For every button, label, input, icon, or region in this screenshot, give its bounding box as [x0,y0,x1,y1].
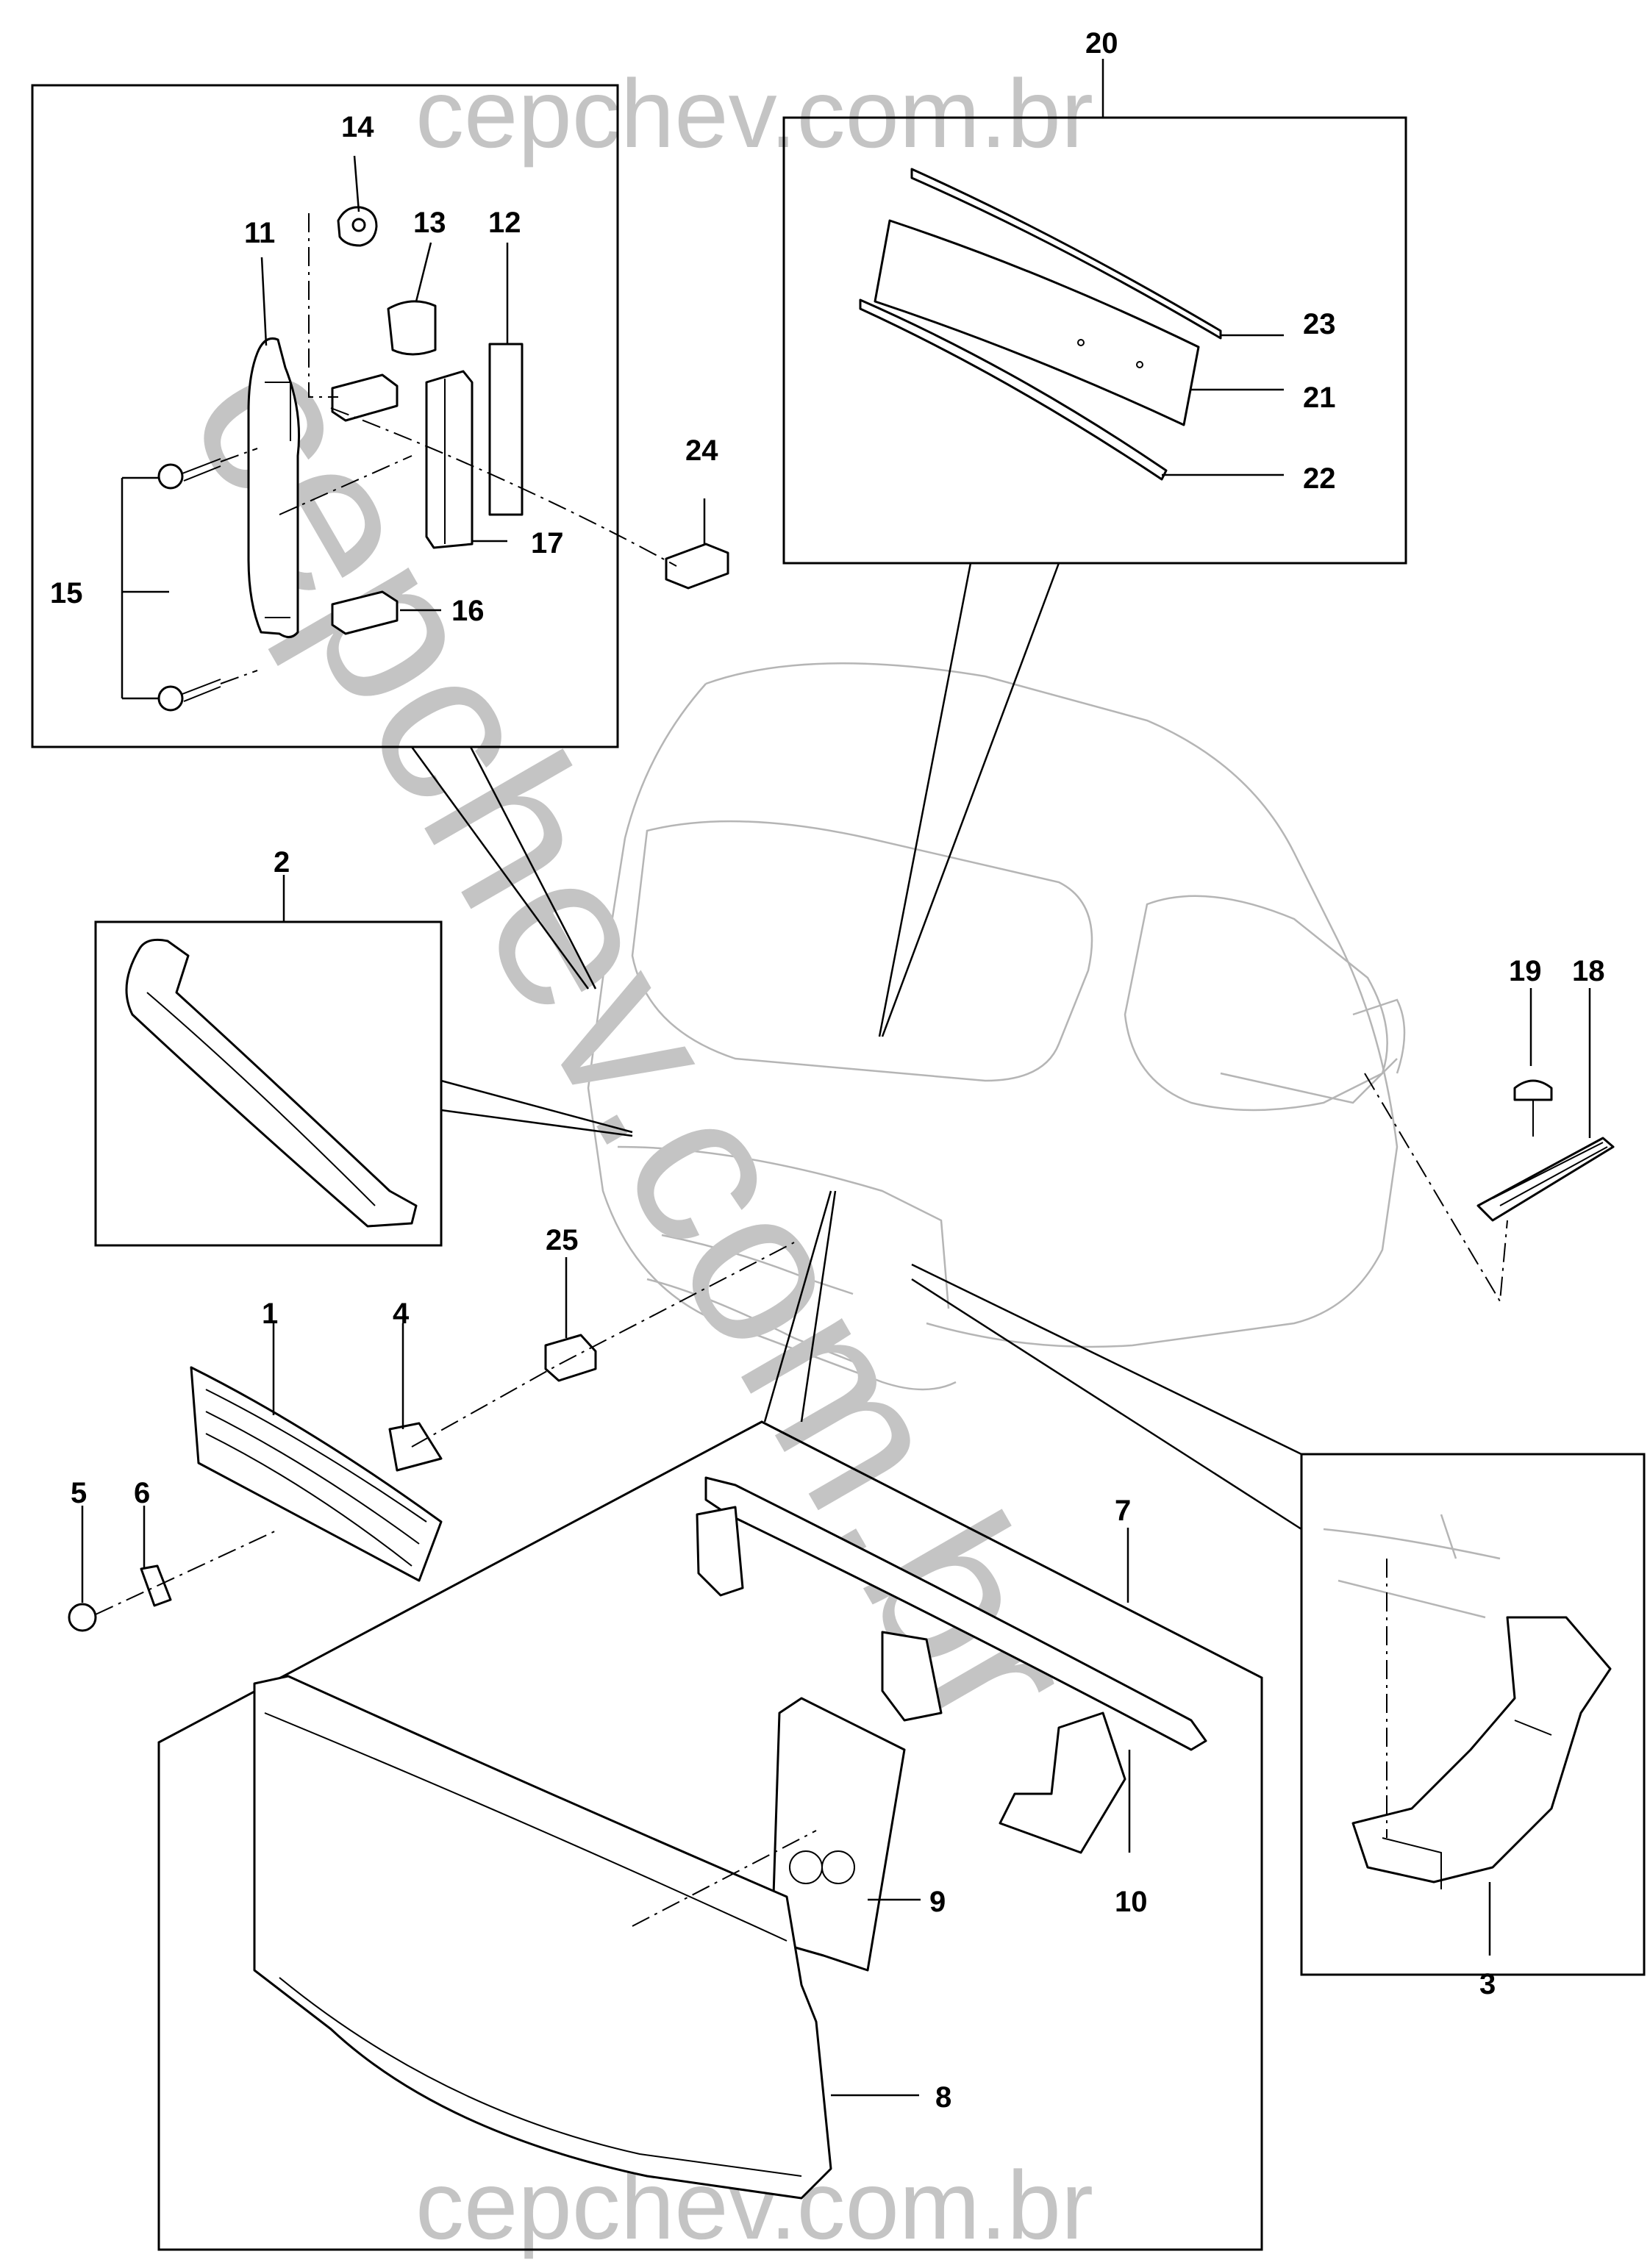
callout-19: 19 [1509,955,1542,987]
clip-16-lower-part [331,590,399,635]
detail-box-pillar-trim [31,84,729,990]
callout-22: 22 [1303,462,1336,495]
callout-2: 2 [274,846,290,879]
detail-box-crossmember [157,1190,1263,2251]
rear-grille-group [68,1242,795,1632]
callout-3: 3 [1479,1968,1496,2000]
screw-15-upper-part [157,458,221,490]
callout-4: 4 [393,1298,410,1330]
callout-labels: 1 2 3 4 5 6 7 8 9 10 11 12 13 14 15 16 1… [50,27,1605,2114]
vehicle-rear-outline [587,662,1406,1391]
reflector-strip-part [125,938,418,1228]
callout-21: 21 [1303,382,1336,414]
glass-panel-part [874,219,1200,426]
block-24-part [665,543,729,590]
callout-5: 5 [71,1477,87,1509]
crossmember-7-part [704,1476,1207,1751]
callout-6: 6 [134,1477,150,1509]
detail-box-window-glass [782,59,1407,1037]
clip-16-upper-part [331,373,399,422]
callout-25: 25 [546,1224,579,1256]
upper-seal-part [910,168,1222,340]
screw-5-part [68,1603,97,1632]
rear-panel-8-part [253,1675,832,2200]
lower-seal-part [859,298,1168,481]
channel-17-part [425,370,474,549]
callout-13: 13 [413,207,446,239]
bracket-10-part [999,1711,1126,1854]
callout-10: 10 [1115,1886,1148,1918]
callout-18: 18 [1572,955,1605,987]
callout-14: 14 [341,111,374,143]
weatherstrip-group [1364,988,1615,1304]
push-pin-19-part [1513,1079,1553,1101]
callout-23: 23 [1303,308,1336,340]
callout-1: 1 [262,1298,278,1330]
callout-20: 20 [1085,27,1118,60]
callout-9: 9 [929,1886,946,1918]
pad-13-part [387,300,437,356]
pillar-trim-part [247,337,301,638]
callout-15: 15 [50,577,83,609]
detail-box-lock-bracket [911,1263,1646,1976]
callout-11: 11 [244,217,275,249]
callout-12: 12 [488,207,521,239]
clip-4-part [388,1422,443,1472]
screw-15-lower-part [157,679,221,712]
watermark-top: cepchev.com.br [415,60,1093,168]
callout-17: 17 [531,527,564,559]
callout-7: 7 [1115,1495,1131,1527]
callout-24: 24 [685,434,718,467]
lock-bracket-3-part [1351,1616,1612,1884]
callout-16: 16 [451,595,485,627]
strip-12-part [488,343,524,516]
detail-box-reflector [94,875,633,1247]
clip-6-part [140,1564,172,1607]
callout-8: 8 [935,2081,951,2114]
pad-18-part [1476,1137,1615,1222]
